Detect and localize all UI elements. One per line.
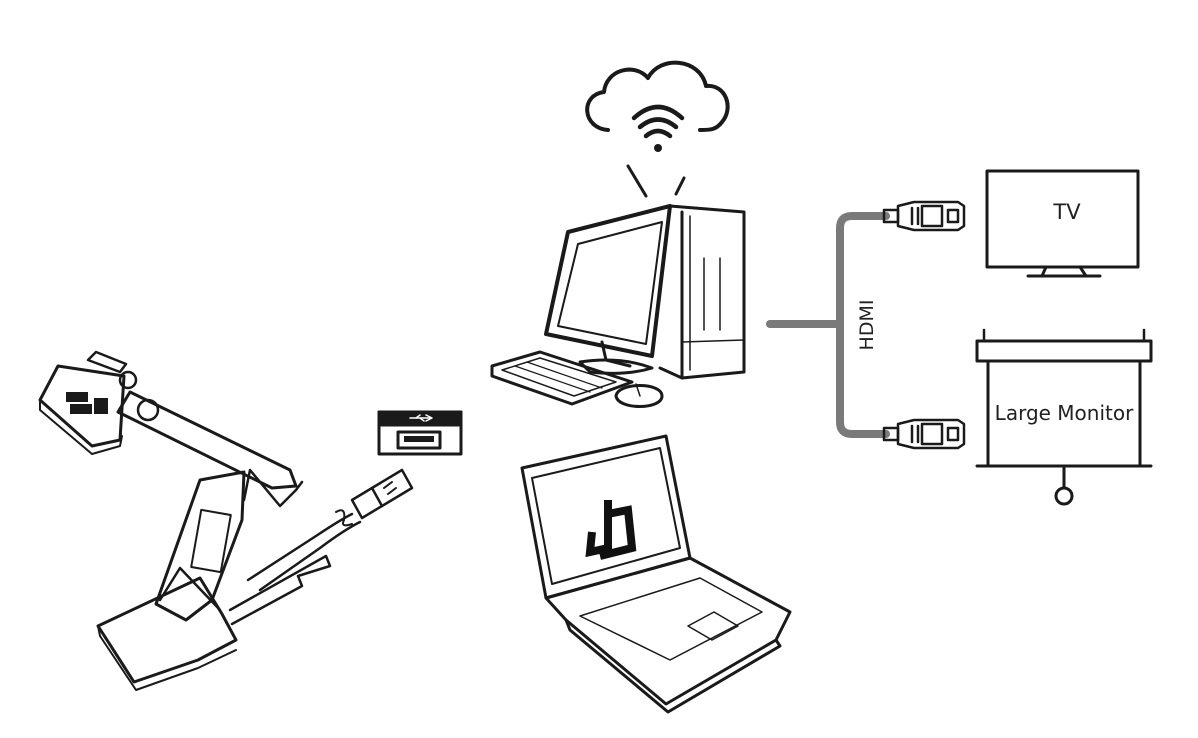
hdmi-plug-icon xyxy=(882,200,966,232)
app-logo-icon xyxy=(585,500,637,560)
usb-port-icon xyxy=(377,410,463,456)
usb-plug-icon xyxy=(246,468,414,592)
large-monitor-label: Large Monitor xyxy=(994,401,1134,425)
tv-label: TV xyxy=(1053,200,1081,224)
document-camera-icon xyxy=(38,350,332,691)
desktop-computer-icon xyxy=(490,204,746,408)
projector-screen-icon xyxy=(975,328,1153,506)
hdmi-plug-icon xyxy=(882,418,966,450)
tv-icon xyxy=(985,169,1140,278)
hdmi-cable xyxy=(766,212,890,438)
hdmi-cable-label: HDMI xyxy=(856,299,878,351)
cloud-wifi-icon xyxy=(585,60,730,198)
laptop-icon xyxy=(520,434,792,714)
